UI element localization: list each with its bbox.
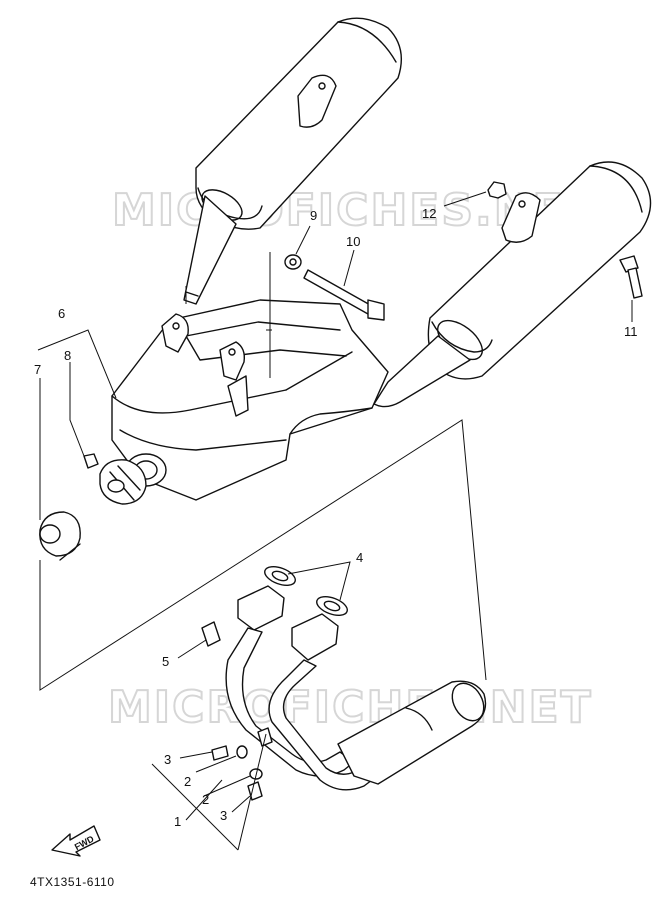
callout-10: 10 — [346, 234, 360, 249]
callout-1: 1 — [174, 814, 181, 829]
callout-6: 6 — [58, 306, 65, 321]
silencer-left — [183, 17, 402, 305]
diagram-code: 4TX1351-6110 — [30, 875, 115, 889]
long-bolt — [303, 269, 385, 321]
gaskets-4 — [264, 566, 348, 616]
callout-3b: 3 — [220, 808, 227, 823]
muffler-box — [111, 299, 389, 501]
callout-4: 4 — [356, 550, 363, 565]
silencer-right — [373, 161, 652, 408]
fwd-arrow-icon: FWD — [51, 825, 101, 857]
fastener-hardware — [211, 745, 263, 801]
exhaust-header — [225, 585, 487, 791]
callout-9: 9 — [310, 208, 317, 223]
callout-7: 7 — [34, 362, 41, 377]
callout-2a: 2 — [184, 774, 191, 789]
leader-lines — [37, 191, 633, 851]
callout-8: 8 — [64, 348, 71, 363]
nut-12 — [487, 181, 507, 199]
callout-11: 11 — [624, 324, 638, 339]
callout-3a: 3 — [164, 752, 171, 767]
watermark-bottom: MICROFICHES.NET — [108, 682, 593, 733]
callout-2b: 2 — [202, 792, 209, 807]
callout-12: 12 — [422, 206, 436, 221]
clamp-assembly — [39, 453, 147, 561]
washer-9 — [284, 254, 302, 270]
collar-5 — [201, 621, 221, 647]
bolt-11 — [619, 255, 643, 299]
callout-5: 5 — [162, 654, 169, 669]
